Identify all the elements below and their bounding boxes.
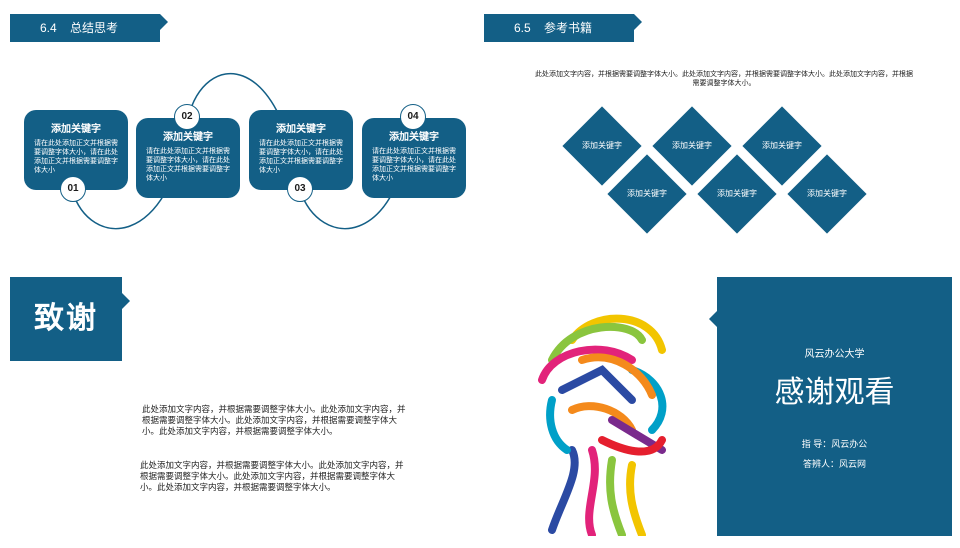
step-card-1: 添加关键字 请在此处添加正文并根据需要调整字体大小，请在此处添加正文并根据需要调… <box>24 110 128 190</box>
step-badge-2: 02 <box>174 104 200 130</box>
step-keyword: 添加关键字 <box>163 132 213 143</box>
advisor-line: 指 导：风云办公 <box>801 439 868 449</box>
colorful-head-illustration <box>538 314 667 536</box>
step-keyword: 添加关键字 <box>51 124 101 135</box>
step-card-2: 添加关键字 请在此处添加正文并根据需要调整字体大小，请在此处添加正文并根据需要调… <box>136 118 240 198</box>
section-title: 参考书籍 <box>544 21 593 35</box>
defender-line: 答辨人：风云网 <box>802 459 866 469</box>
step-text: 请在此处添加正文并根据需要调整字体大小，请在此处添加正文并根据需要调整字体大小 <box>34 140 118 174</box>
organization-name: 风云办公大学 <box>804 349 865 360</box>
step-badge-4: 04 <box>400 104 426 130</box>
diamond-label: 添加关键字 <box>627 189 667 198</box>
intro-text: 此处添加文字内容，并根据需要调整字体大小。此处添加文字内容，并根据需要调整字体大… <box>535 71 913 87</box>
step-badge-1: 01 <box>60 176 86 202</box>
step-text: 请在此处添加正文并根据需要调整字体大小，请在此处添加正文并根据需要调整字体大小 <box>259 140 343 174</box>
step-text: 请在此处添加正文并根据需要调整字体大小，请在此处添加正文并根据需要调整字体大小 <box>146 148 230 182</box>
thanks-paragraph-2: 此处添加文字内容，并根据需要调整字体大小。此处添加文字内容，并根据需要调整字体大… <box>140 460 404 492</box>
step-keyword: 添加关键字 <box>276 124 326 135</box>
diamond-label: 添加关键字 <box>807 189 847 198</box>
step-badge-3: 03 <box>287 176 313 202</box>
slide-references: 6.5 参考书籍 此处添加文字内容，并根据需要调整字体大小。此处添加文字内容，并… <box>482 0 952 264</box>
section-title: 总结思考 <box>70 21 119 35</box>
slide-summary: 6.4 总结思考 添加关键字 请在此处添加正文并根据需要调整字体大小，请在此处添… <box>0 0 470 264</box>
step-card-4: 添加关键字 请在此处添加正文并根据需要调整字体大小，请在此处添加正文并根据需要调… <box>362 118 466 198</box>
diamond-label: 添加关键字 <box>717 189 757 198</box>
section-number: 6.5 <box>514 21 531 35</box>
step-keyword: 添加关键字 <box>389 132 439 143</box>
diamond-label: 添加关键字 <box>582 141 622 150</box>
section-tag: 6.4 总结思考 <box>10 14 168 42</box>
slide-closing: 风云办公大学 感谢观看 指 导：风云办公 答辨人：风云网 <box>482 272 952 536</box>
section-number: 6.4 <box>40 21 57 35</box>
section-tag: 6.5 参考书籍 <box>484 14 642 42</box>
slide-thanks: 致谢 此处添加文字内容，并根据需要调整字体大小。此处添加文字内容，并根据需要调整… <box>0 272 470 536</box>
thanks-title: 致谢 <box>10 277 130 361</box>
diamond-label: 添加关键字 <box>672 141 712 150</box>
thanks-paragraph-1: 此处添加文字内容，并根据需要调整字体大小。此处添加文字内容，并根据需要调整字体大… <box>142 404 406 436</box>
closing-headline: 感谢观看 <box>774 376 895 409</box>
step-text: 请在此处添加正文并根据需要调整字体大小，请在此处添加正文并根据需要调整字体大小 <box>372 148 456 182</box>
diamond-label: 添加关键字 <box>762 141 802 150</box>
closing-panel: 风云办公大学 感谢观看 指 导：风云办公 答辨人：风云网 <box>709 277 952 536</box>
